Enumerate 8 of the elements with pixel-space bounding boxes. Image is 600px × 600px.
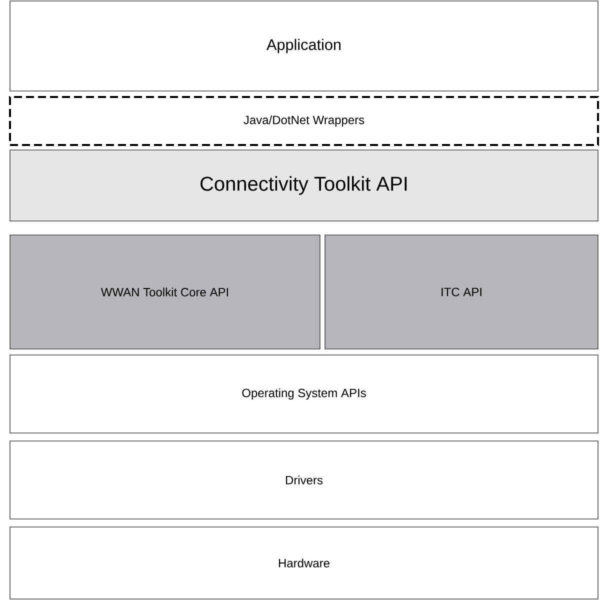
layer-box: Application [10, 0, 598, 92]
layer-box: Operating System APIs [10, 354, 598, 434]
dashed-layer-box: Java/DotNet Wrappers [9, 96, 599, 146]
layer-box: Connectivity Toolkit API [10, 150, 598, 222]
layer-box: Drivers [10, 440, 598, 520]
layer-box: ITC API [324, 234, 598, 350]
layer-box: WWAN Toolkit Core API [10, 234, 320, 350]
layer-box: Hardware [10, 526, 598, 600]
